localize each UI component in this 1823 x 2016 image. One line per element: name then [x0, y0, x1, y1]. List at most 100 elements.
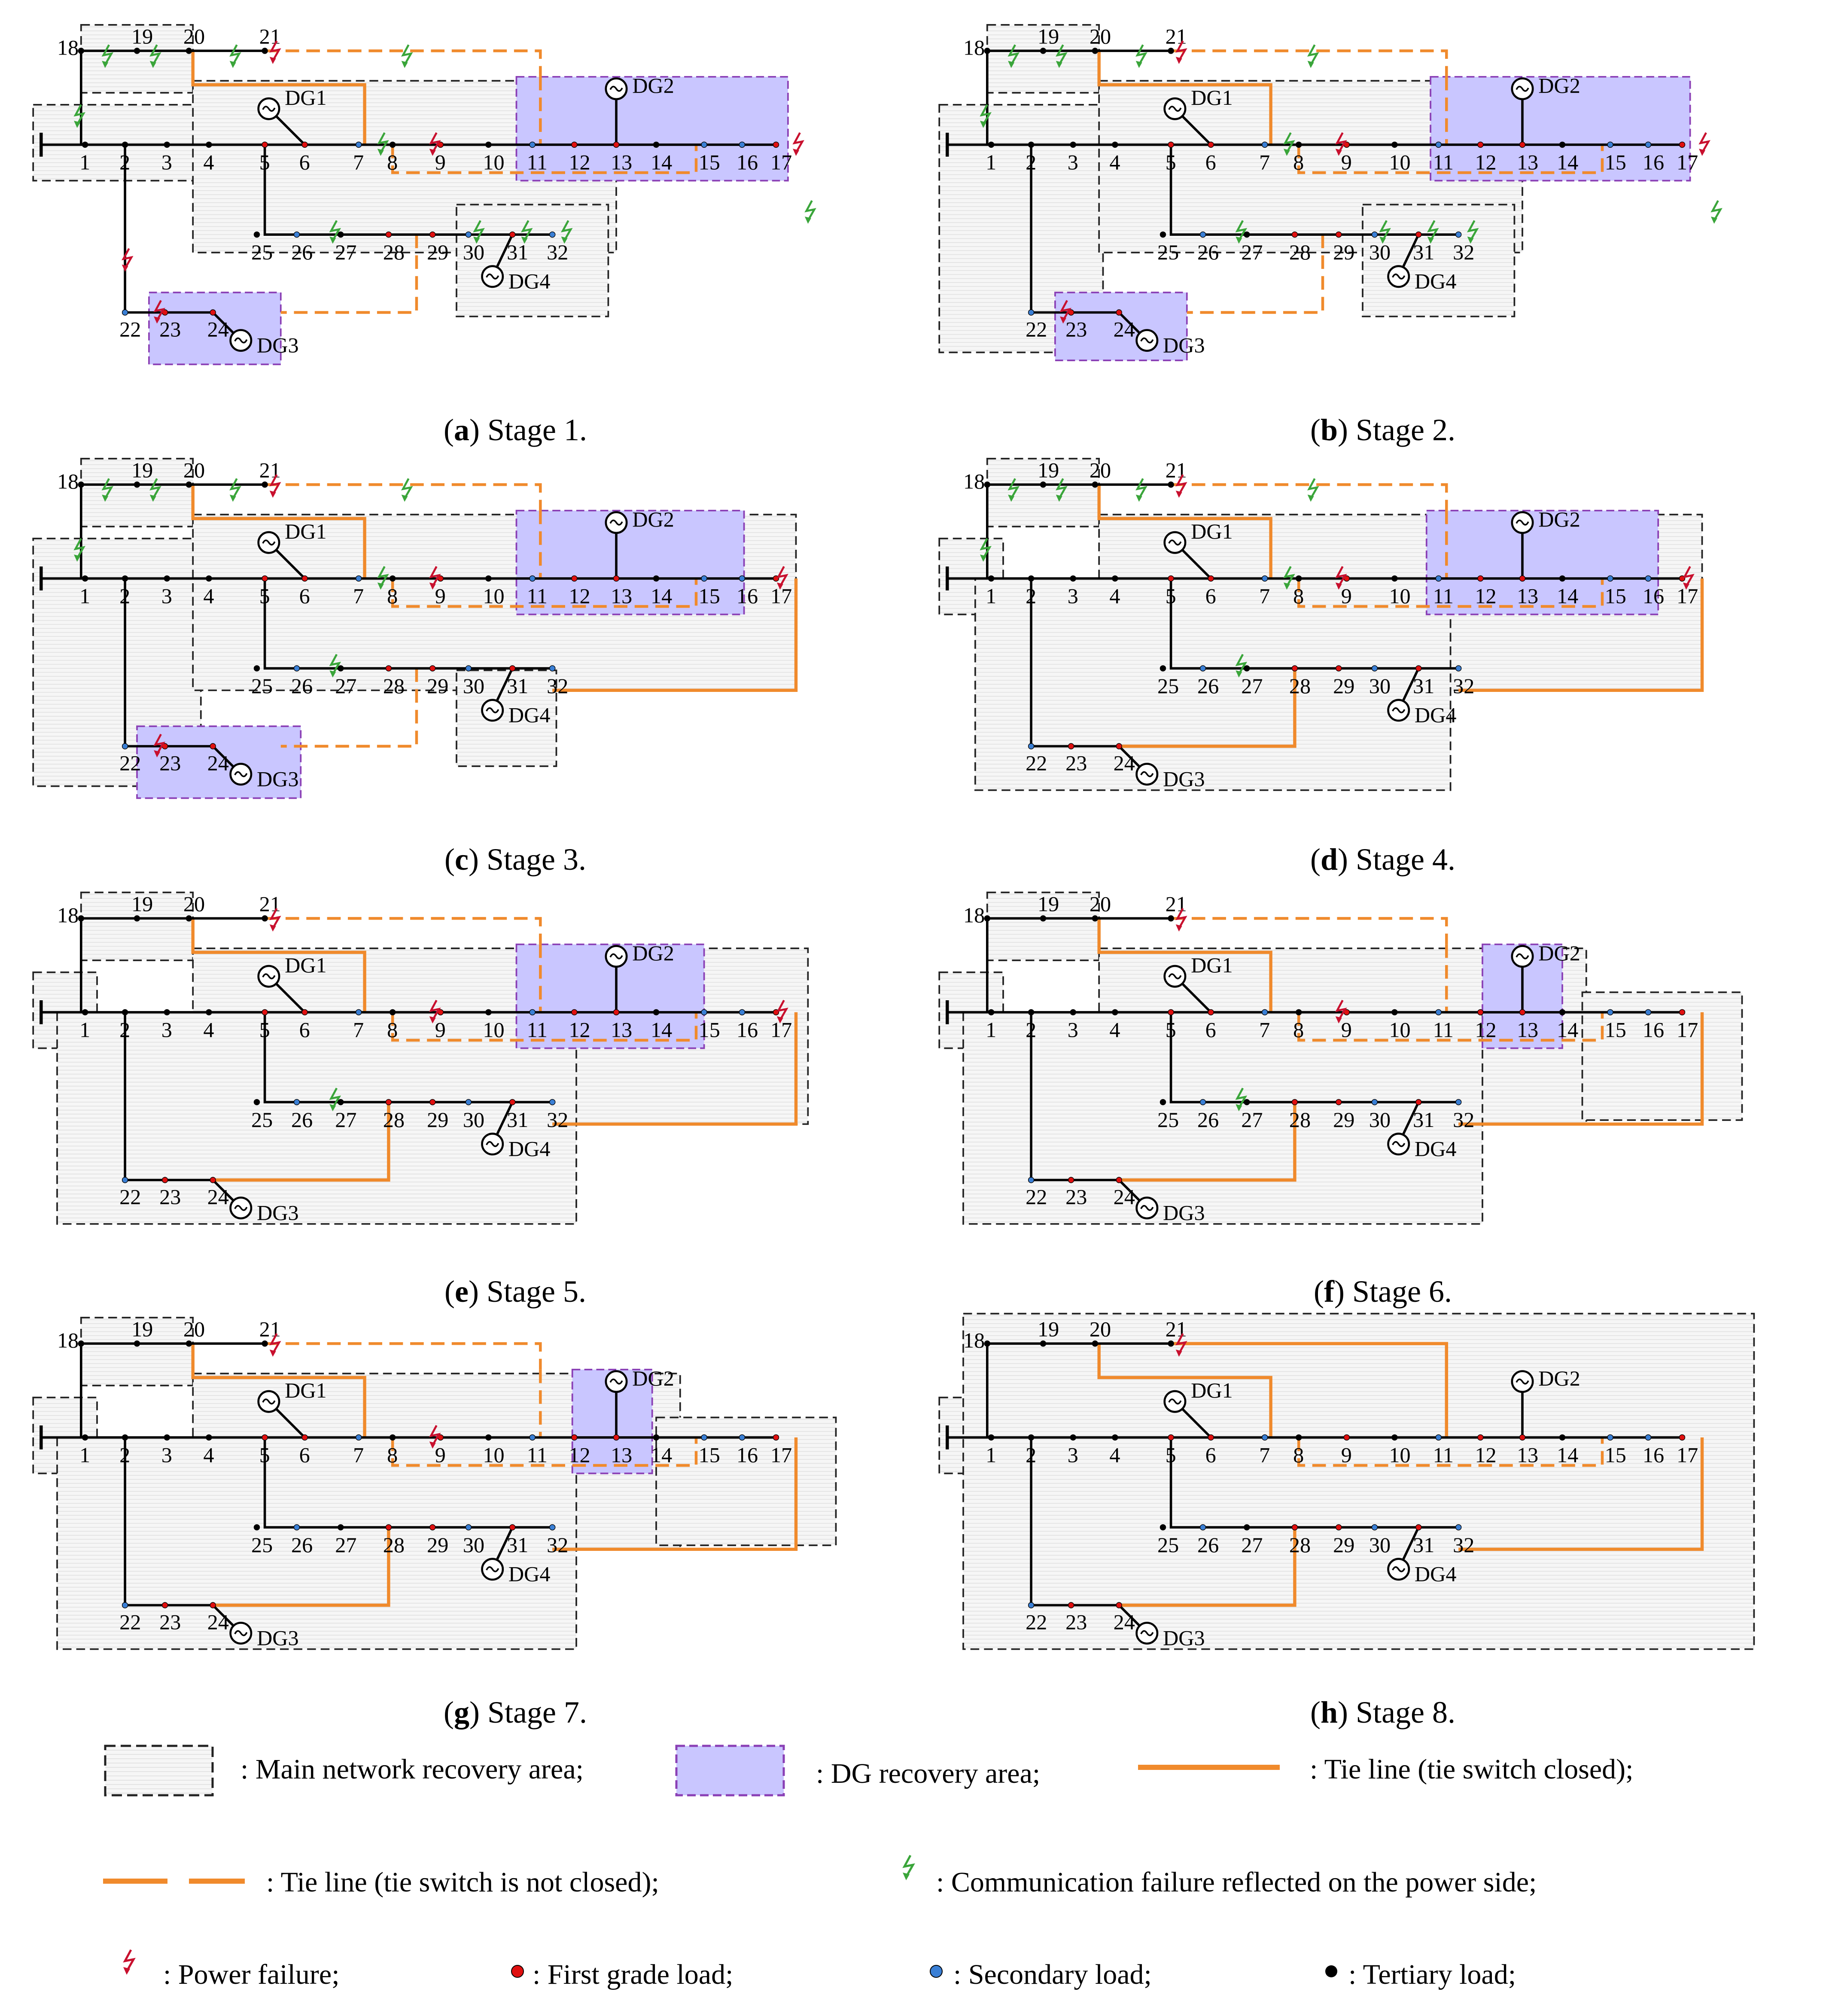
node-label: 7: [353, 1018, 364, 1042]
node-label: 3: [1068, 1018, 1078, 1042]
communication-failure-icon: [1056, 478, 1068, 499]
power-failure-icon-tip: [269, 490, 276, 498]
communication-failure-icon: [1235, 220, 1248, 241]
communication-failure-icon: [401, 478, 413, 499]
generator-icon-wave: [486, 1566, 499, 1572]
node-24: [1116, 309, 1122, 316]
communication-failure-icon: [73, 538, 85, 559]
tie-line-closed: [1458, 1437, 1704, 1551]
node-7: [355, 1009, 362, 1016]
node-label: 8: [387, 1443, 398, 1467]
node-label: 9: [435, 584, 446, 608]
communication-failure-icon: [329, 220, 341, 241]
node-1: [988, 141, 995, 148]
node-label: 6: [1205, 150, 1216, 174]
node-30: [465, 1524, 472, 1531]
node-label: 30: [1369, 1108, 1391, 1132]
node-31: [509, 1524, 516, 1531]
node-18: [984, 481, 991, 488]
tie-line-closed: [1119, 1527, 1296, 1607]
generator-icon-wave: [609, 953, 623, 959]
legend-main-area-swatch: [104, 1745, 214, 1797]
node-label: 14: [651, 150, 672, 174]
node-1: [82, 1009, 88, 1016]
power-failure-icon-tip: [1175, 924, 1182, 932]
dg-label: DG1: [1191, 1378, 1233, 1402]
feeder-line: [1169, 578, 1459, 670]
node-label: 13: [1517, 584, 1538, 608]
node-label: 24: [207, 751, 229, 775]
node-21: [1168, 1340, 1174, 1347]
communication-failure-icon: [101, 478, 114, 499]
node-label: 24: [1114, 317, 1135, 341]
power-failure-icon: [1059, 300, 1071, 321]
node-29: [429, 1099, 436, 1105]
node-label: 1: [79, 1443, 90, 1467]
tie-line-closed: [1458, 1012, 1704, 1126]
node-label: 13: [1517, 150, 1538, 174]
communication-failure-icon-tip: [377, 582, 384, 590]
node-11: [1435, 1009, 1442, 1016]
node-label: 5: [259, 584, 270, 608]
communication-failure-icon-tip: [1283, 582, 1290, 590]
node-17: [1679, 1009, 1686, 1016]
node-label: 25: [1157, 1108, 1179, 1132]
node-19: [1040, 1340, 1047, 1347]
node-21: [1168, 48, 1174, 54]
node-label: 18: [963, 469, 985, 493]
power-failure-icon-tip: [1175, 1349, 1182, 1357]
power-failure-icon: [1175, 40, 1187, 61]
communication-failure-icon: [1135, 44, 1147, 66]
node-25: [1160, 1524, 1166, 1531]
node-5: [1168, 1009, 1174, 1016]
node-label: 15: [1605, 584, 1626, 608]
stage-caption-b: (b) Stage 2.: [1310, 413, 1455, 447]
tie-line-closed: [1097, 1343, 1272, 1437]
node-label: 19: [1038, 1317, 1059, 1341]
power-failure-icon-tip: [429, 149, 436, 156]
node-label: 15: [699, 1018, 720, 1042]
node-13: [1519, 575, 1526, 582]
node-2: [122, 1434, 128, 1441]
communication-failure-icon: [1307, 44, 1319, 66]
node-32: [549, 231, 556, 238]
stage-caption-e: (e) Stage 5.: [444, 1274, 586, 1309]
power-failure-icon-tip: [1699, 149, 1705, 156]
stage-caption-h: (h) Stage 8.: [1310, 1695, 1455, 1730]
node-5: [262, 1009, 268, 1016]
node-label: 23: [159, 1185, 181, 1209]
communication-failure-icon-tip: [74, 554, 80, 562]
node-24: [1116, 743, 1122, 749]
node-label: 20: [183, 458, 205, 482]
node-label: 13: [611, 150, 632, 174]
node-label: 7: [1259, 584, 1270, 608]
communication-failure-icon: [229, 478, 241, 499]
tie-line-open: [391, 144, 698, 174]
node-30: [465, 231, 472, 238]
node-label: 16: [737, 1018, 758, 1042]
node-label: 4: [1109, 150, 1120, 174]
feeder-line: [1169, 1012, 1459, 1103]
dg-label: DG3: [257, 333, 299, 357]
node-label: 22: [1026, 317, 1047, 341]
node-31: [1415, 231, 1422, 238]
node-label: 10: [1389, 1018, 1410, 1042]
node-label: 8: [1293, 1018, 1304, 1042]
node-8: [389, 1009, 396, 1016]
legend-tie-open-label: : Tie line (tie switch is not closed);: [266, 1867, 659, 1898]
node-label: 16: [737, 1443, 758, 1467]
node-label: 15: [699, 150, 720, 174]
node-label: 10: [1389, 150, 1410, 174]
node-label: 29: [427, 240, 448, 264]
node-29: [1335, 665, 1342, 672]
main-recovery-area: [962, 1011, 1483, 1225]
node-19: [134, 915, 140, 922]
node-label: 19: [1038, 24, 1059, 49]
node-label: 7: [353, 1443, 364, 1467]
tie-line-closed: [1119, 1102, 1296, 1182]
node-label: 27: [335, 1108, 356, 1132]
node-30: [465, 665, 472, 672]
node-label: 14: [651, 1443, 672, 1467]
node-label: 9: [435, 150, 446, 174]
node-3: [164, 1434, 170, 1441]
